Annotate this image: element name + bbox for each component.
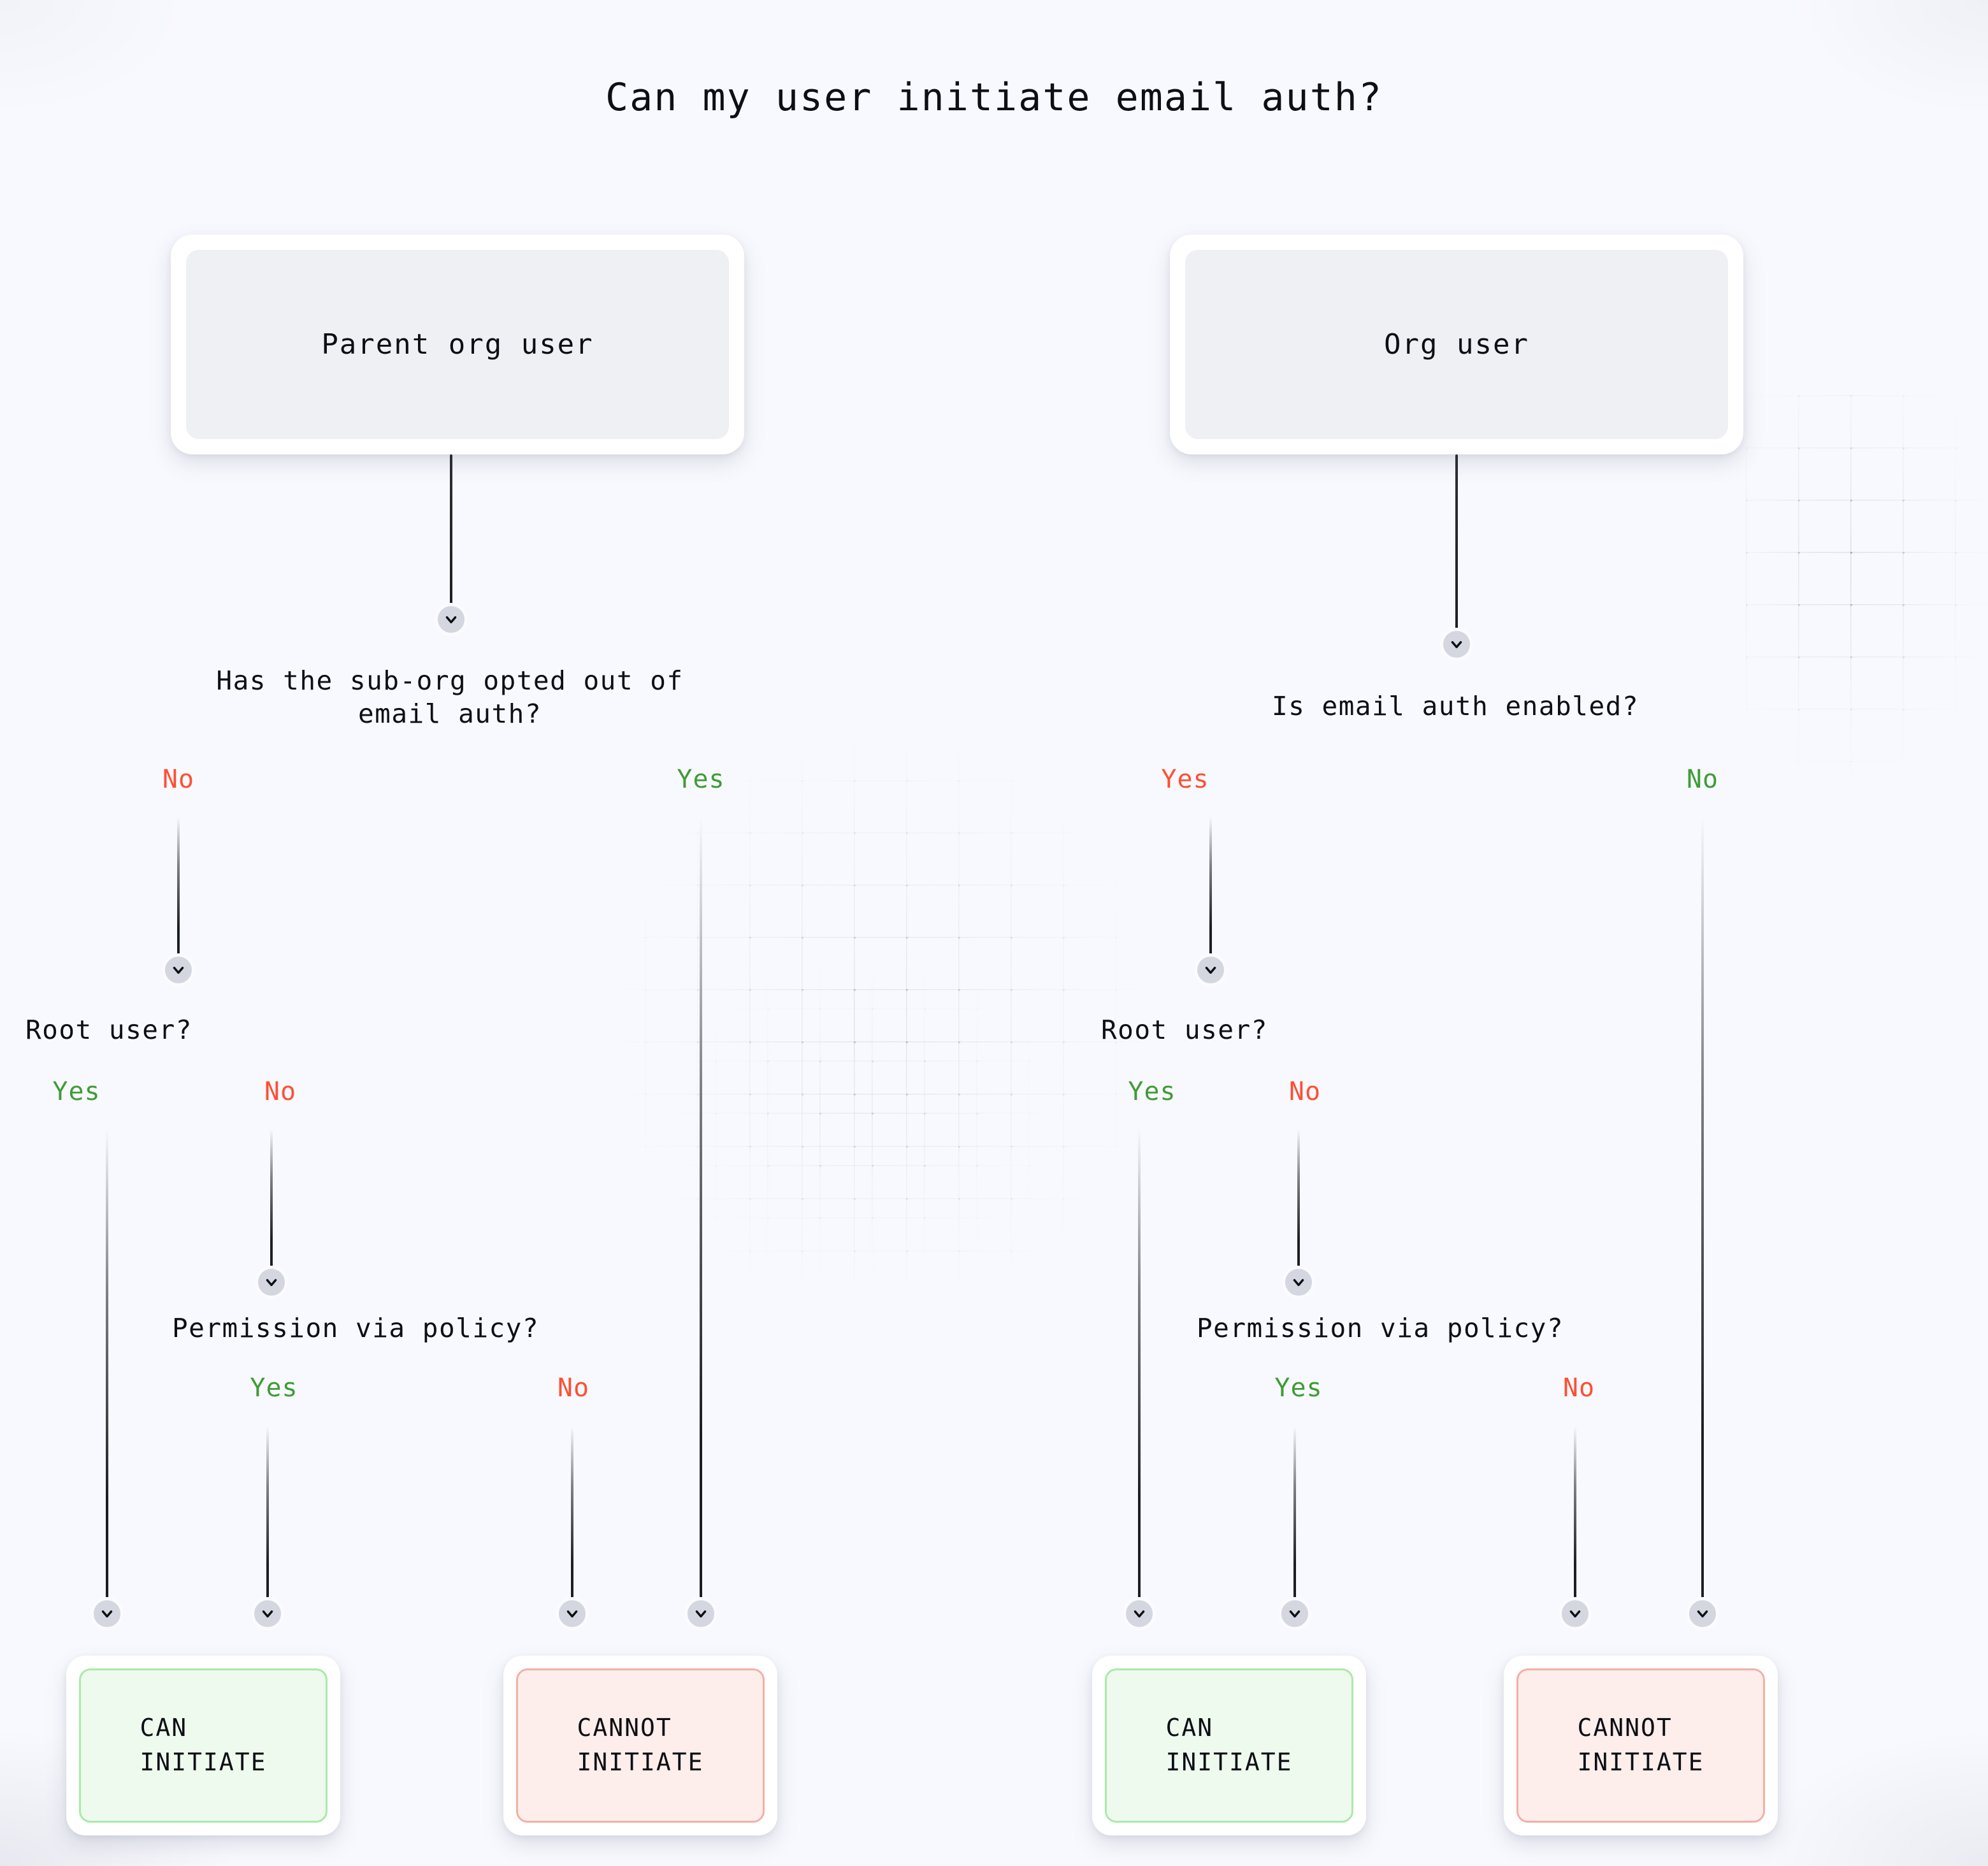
chevron-down-icon-right-root-q1 xyxy=(1440,628,1473,661)
chevron-down-icon-left-q2yes xyxy=(90,1597,124,1630)
connector-right-q3yes-to-can xyxy=(1293,1426,1296,1602)
connector-left-q1no-to-q2 xyxy=(177,817,180,958)
chevron-down-icon-left-q3yes xyxy=(251,1597,284,1630)
chevron-down-icon-right-q2no xyxy=(1282,1266,1315,1299)
outcome-left-cannot-initiate-label: CANNOT INITIATE xyxy=(516,1668,765,1823)
connector-left-q3yes-to-can xyxy=(266,1426,269,1602)
outcome-right-can-initiate[interactable]: CAN INITIATE xyxy=(1092,1656,1366,1835)
edge-label-left-q2-yes: Yes xyxy=(52,1077,101,1106)
connector-left-q2yes-to-can xyxy=(106,1129,108,1602)
question-left-q2: Root user? xyxy=(25,1015,192,1045)
connector-left-root-to-q1 xyxy=(450,454,452,607)
outcome-right-can-initiate-label: CAN INITIATE xyxy=(1105,1668,1353,1823)
question-right-q1: Is email auth enabled? xyxy=(1271,691,1639,721)
chevron-down-icon-right-q1yes xyxy=(1194,953,1227,987)
question-left-q3: Permission via policy? xyxy=(172,1313,540,1343)
connector-left-q3no-to-cannot xyxy=(571,1426,573,1602)
edge-label-left-q2-no: No xyxy=(264,1077,297,1106)
edge-label-left-q1-no: No xyxy=(162,765,195,794)
edge-label-right-q3-no: No xyxy=(1562,1373,1595,1403)
question-right-q3: Permission via policy? xyxy=(1197,1313,1564,1343)
chevron-down-icon-right-q2yes xyxy=(1123,1597,1156,1630)
node-org-user-label: Org user xyxy=(1185,250,1728,439)
chevron-down-icon-right-q3no xyxy=(1559,1597,1592,1630)
outcome-left-cannot-initiate[interactable]: CANNOT INITIATE xyxy=(503,1656,777,1835)
question-right-q2: Root user? xyxy=(1101,1015,1268,1045)
edge-label-left-q3-yes: Yes xyxy=(250,1373,298,1403)
outcome-left-can-initiate[interactable]: CAN INITIATE xyxy=(66,1656,340,1835)
edge-label-right-q2-no: No xyxy=(1288,1077,1322,1106)
chevron-down-icon-left-root-q1 xyxy=(435,603,468,636)
page-title: Can my user initiate email auth? xyxy=(605,75,1383,120)
node-parent-org-user[interactable]: Parent org user xyxy=(171,235,744,454)
chevron-down-icon-left-q3no xyxy=(556,1597,589,1630)
edge-label-right-q1-no: No xyxy=(1686,765,1719,794)
edge-label-left-q3-no: No xyxy=(557,1373,590,1403)
connector-right-q1yes-to-q2 xyxy=(1209,817,1212,958)
connector-right-q2yes-to-can xyxy=(1138,1129,1141,1602)
connector-left-q1yes-to-cannot xyxy=(700,817,702,1602)
outcome-left-can-initiate-label: CAN INITIATE xyxy=(79,1668,328,1823)
connector-right-q2no-to-q3 xyxy=(1297,1129,1300,1271)
connector-right-root-to-q1 xyxy=(1455,454,1458,633)
question-left-q1: Has the sub-org opted out of email auth? xyxy=(216,665,684,730)
node-parent-org-user-label: Parent org user xyxy=(186,250,729,439)
connector-left-q2no-to-q3 xyxy=(270,1129,273,1271)
connector-right-q3no-to-cannot xyxy=(1574,1426,1576,1602)
edge-label-right-q1-yes: Yes xyxy=(1161,765,1209,794)
edge-label-left-q1-yes: Yes xyxy=(677,765,725,794)
chevron-down-icon-left-q1yes xyxy=(684,1597,717,1630)
edge-label-right-q2-yes: Yes xyxy=(1128,1077,1176,1106)
outcome-right-cannot-initiate-label: CANNOT INITIATE xyxy=(1516,1668,1765,1823)
outcome-right-cannot-initiate[interactable]: CANNOT INITIATE xyxy=(1504,1656,1778,1835)
dot-grid-decoration-right xyxy=(1746,395,1988,790)
node-org-user[interactable]: Org user xyxy=(1170,235,1743,454)
chevron-down-icon-left-q1no xyxy=(162,953,195,987)
chevron-down-icon-left-q2no xyxy=(255,1266,288,1299)
edge-label-right-q3-yes: Yes xyxy=(1274,1373,1323,1403)
dot-grid-decoration-center-inner xyxy=(663,956,1109,1313)
chevron-down-icon-right-q1no xyxy=(1686,1597,1719,1630)
connector-right-q1no-to-cannot xyxy=(1701,817,1704,1602)
chevron-down-icon-right-q3yes xyxy=(1278,1597,1311,1630)
